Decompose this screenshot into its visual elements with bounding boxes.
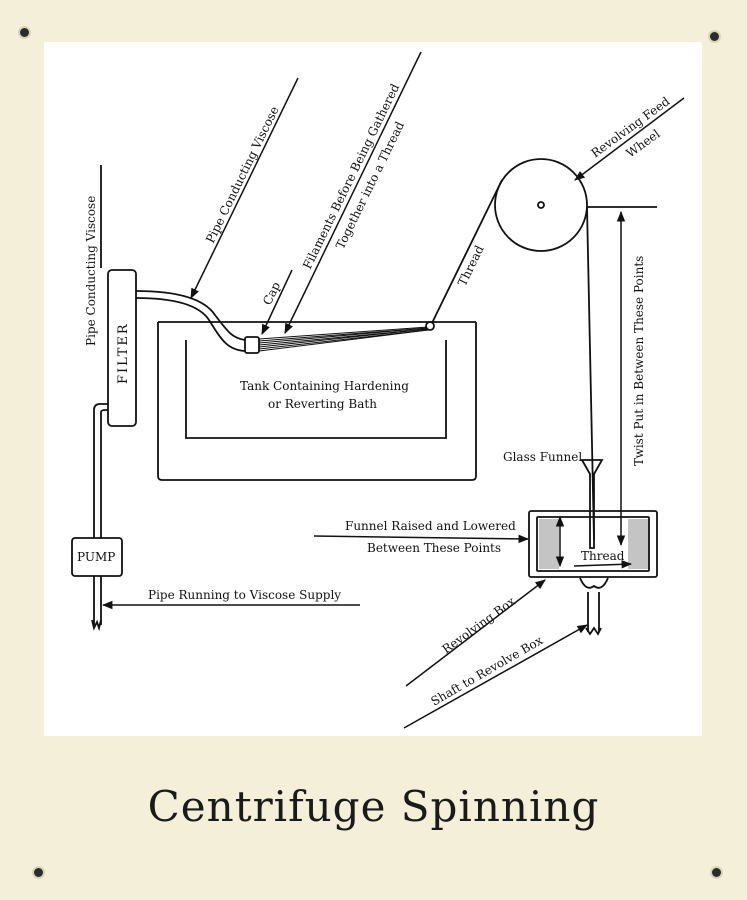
label-funnel-line1: Funnel Raised and Lowered bbox=[345, 519, 516, 533]
revolving-box bbox=[528, 510, 658, 578]
label-revolving-box: Revolving Box bbox=[440, 594, 519, 656]
thread-up bbox=[431, 179, 503, 324]
pipe-to-cap bbox=[135, 290, 246, 352]
label-glass-funnel: Glass Funnel bbox=[503, 450, 582, 464]
arrow-funnel-label bbox=[313, 534, 530, 544]
label-filaments-line1: Filaments Before Being Gathered bbox=[300, 81, 402, 271]
label-pipe-conducting-viscose-vertical: Pipe Conducting Viscose bbox=[84, 196, 98, 346]
arrow-thread-box bbox=[573, 560, 633, 569]
arrow-feed-wheel bbox=[574, 97, 685, 181]
label-tank-line1: Tank Containing Hardening bbox=[240, 379, 409, 393]
label-tank-line2: or Reverting Bath bbox=[268, 397, 377, 411]
tank-inner bbox=[185, 340, 447, 439]
filaments bbox=[258, 326, 429, 352]
label-pipe-running: Pipe Running to Viscose Supply bbox=[148, 588, 341, 602]
screw-bottom-left bbox=[34, 868, 43, 877]
diagram-panel bbox=[44, 42, 702, 736]
screw-top-right bbox=[710, 32, 719, 41]
label-pump: PUMP bbox=[77, 550, 115, 564]
filter-box bbox=[107, 269, 137, 427]
arrow-revolving-box bbox=[405, 579, 546, 687]
label-pipe-conducting-viscose-diag: Pipe Conducting Viscose bbox=[203, 104, 281, 245]
pump-box bbox=[71, 537, 123, 577]
caption-title: Centrifuge Spinning bbox=[147, 782, 600, 831]
label-thread-box: Thread bbox=[581, 549, 625, 563]
guide-eye bbox=[425, 321, 435, 331]
arrow-shaft bbox=[403, 624, 588, 729]
glass-funnel bbox=[580, 459, 604, 549]
arrow-filaments bbox=[284, 51, 422, 334]
label-cap: Cap bbox=[260, 279, 283, 307]
box-packing bbox=[539, 519, 648, 569]
label-twist: Twist Put in Between These Points bbox=[632, 256, 646, 466]
feed-wheel bbox=[494, 158, 588, 252]
label-filter: FILTER bbox=[116, 322, 131, 384]
label-funnel-line2: Between These Points bbox=[367, 541, 501, 555]
arrow-pipe-diag bbox=[190, 77, 299, 299]
arrow-cap bbox=[261, 269, 293, 335]
thread-down bbox=[586, 206, 595, 541]
screw-bottom-right bbox=[712, 868, 721, 877]
left-pipe-lower bbox=[93, 403, 108, 625]
cap bbox=[244, 336, 260, 354]
shaft bbox=[579, 577, 609, 632]
screw-top-left bbox=[20, 28, 29, 37]
tank-outer bbox=[157, 322, 477, 481]
